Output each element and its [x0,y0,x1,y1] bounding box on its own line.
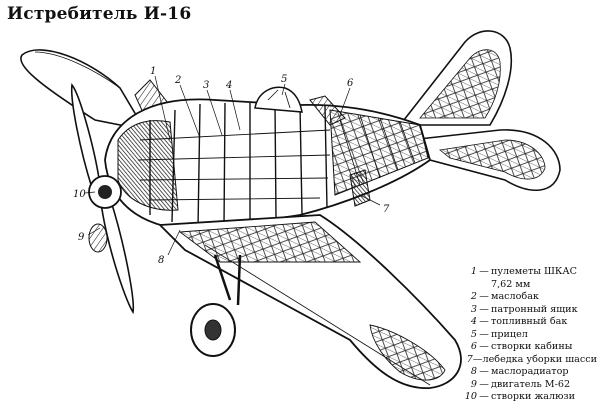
callout-2: 2 [174,75,181,86]
callout-10: 10 [73,189,86,200]
callout-1: 1 [150,66,156,77]
callout-8: 8 [158,255,164,266]
diagram-title: Истребитель И-16 [7,4,192,24]
callout-9: 9 [78,232,85,243]
legend-item: 6 — створки кабины [470,341,573,352]
legend-item: 4 — топливный бак [470,316,568,327]
cockpit-canopy [254,86,346,126]
callout-6: 6 [347,78,354,89]
tail-assembly [398,30,561,192]
callout-5: 5 [281,74,287,85]
parts-legend: 1 — пулеметы ШКАС 7,62 мм 2 — маслобак 3… [463,266,597,404]
legend-item: 9 — двигатель М-62 [470,378,571,390]
legend-item: 1 — пулеметы ШКАС [470,266,577,277]
legend-item: 2 — маслобак [470,291,539,302]
landing-gear [190,169,371,357]
callout-leaders [84,75,381,256]
legend-item: 5 — прицел [470,328,528,340]
legend-item: 8 — маслорадиатор [470,366,569,377]
legend-item: 3 — патронный ящик [470,303,578,315]
propeller [70,83,135,315]
lower-wing [157,214,462,389]
callout-3: 3 [203,80,209,91]
fuselage [104,98,432,231]
legend-item: 7 — лебедка уборки шасси [466,353,597,365]
callout-7: 7 [383,204,390,215]
callout-4: 4 [225,80,232,91]
legend-item-continuation: 7,62 мм [491,278,531,290]
legend-item: 10 — створки жалюзи [464,391,576,402]
